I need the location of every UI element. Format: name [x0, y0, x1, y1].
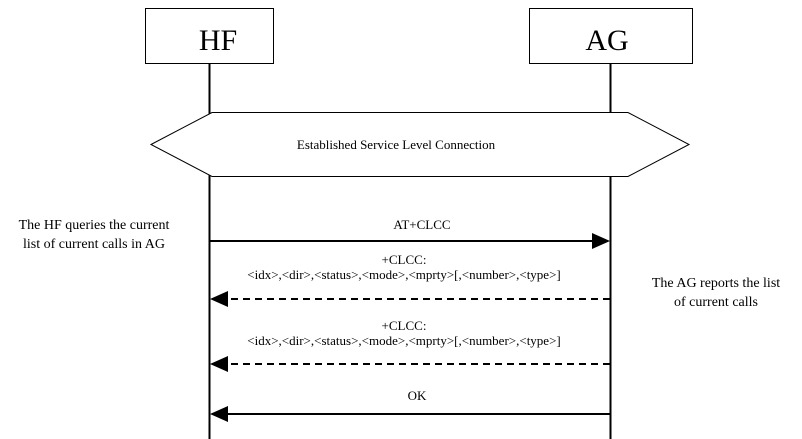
- message-label-line-2: <idx>,<dir>,<status>,<mode>,<mprty>[,<nu…: [247, 267, 561, 282]
- arrowhead-left-icon: [210, 291, 228, 307]
- message-label: OK: [408, 388, 427, 403]
- participant-hf-box: [145, 8, 274, 64]
- participant-hf: HF: [145, 8, 274, 64]
- ag-note-line-2: of current calls: [674, 295, 758, 310]
- message-clcc-response-1: +CLCC: <idx>,<dir>,<status>,<mode>,<mprt…: [210, 252, 610, 307]
- arrowhead-right-icon: [592, 233, 610, 249]
- participant-hf-label: HF: [199, 24, 237, 57]
- slc-banner-label: Established Service Level Connection: [297, 137, 496, 152]
- arrowhead-left-icon: [210, 406, 228, 422]
- slc-banner: Established Service Level Connection: [149, 112, 691, 177]
- message-label-line-2: <idx>,<dir>,<status>,<mode>,<mprty>[,<nu…: [247, 333, 561, 348]
- ag-note-line-1: The AG reports the list: [652, 276, 780, 291]
- message-label-line-1: +CLCC:: [382, 252, 427, 267]
- participant-ag: AG: [529, 8, 693, 64]
- message-label: AT+CLCC: [393, 217, 450, 232]
- participant-ag-box: [529, 8, 693, 64]
- arrowhead-left-icon: [210, 356, 228, 372]
- participant-ag-label: AG: [585, 24, 628, 57]
- hf-note-line-1: The HF queries the current: [19, 218, 170, 233]
- ag-note: The AG reports the list of current calls: [652, 276, 780, 310]
- message-clcc-response-2: +CLCC: <idx>,<dir>,<status>,<mode>,<mprt…: [210, 318, 610, 372]
- hf-note: The HF queries the current list of curre…: [19, 218, 170, 252]
- hf-note-line-2: list of current calls in AG: [23, 237, 165, 252]
- slc-banner-shape: [149, 112, 691, 177]
- message-at-clcc: AT+CLCC: [210, 217, 610, 249]
- message-ok: OK: [210, 388, 610, 422]
- message-label-line-1: +CLCC:: [382, 318, 427, 333]
